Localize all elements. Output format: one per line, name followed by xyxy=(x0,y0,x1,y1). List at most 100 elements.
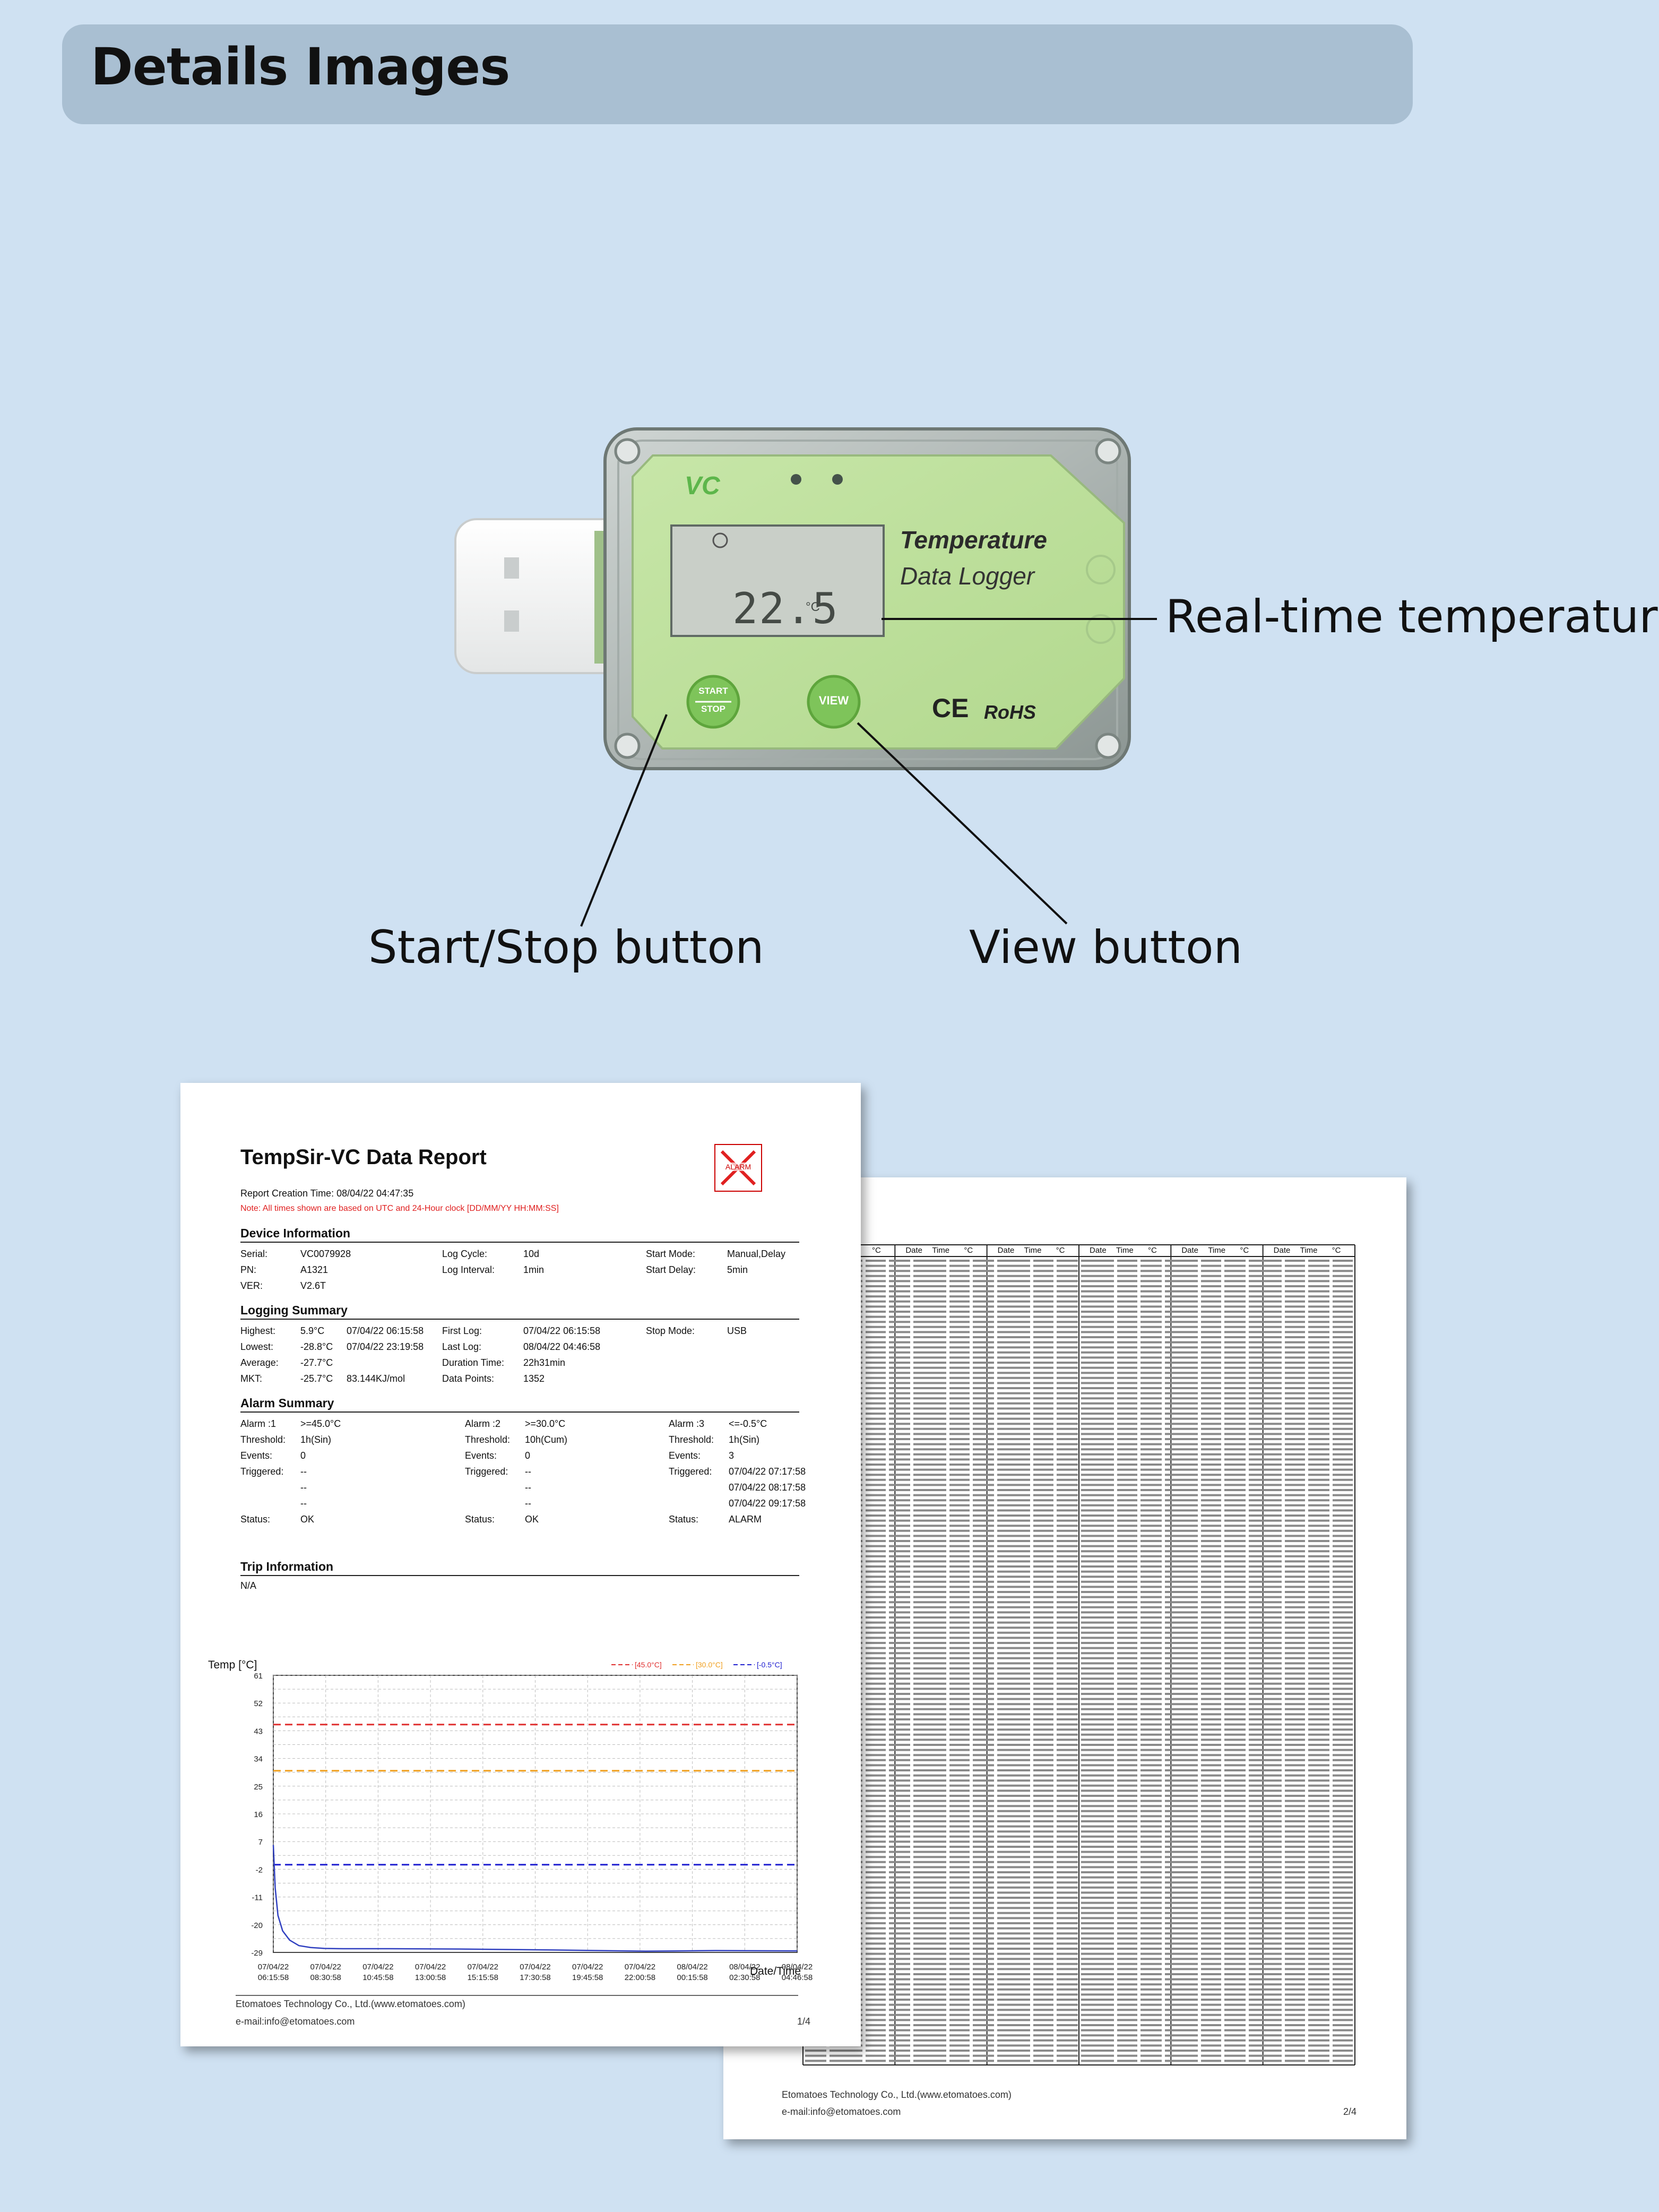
view-button[interactable] xyxy=(807,675,861,729)
triggered-label: Triggered: xyxy=(240,1466,284,1477)
table-column-header: °C xyxy=(1056,1246,1065,1255)
triggered-label: Triggered: xyxy=(669,1466,712,1477)
logging-summary-cell: USB xyxy=(727,1326,747,1336)
report-title: TempSir-VC Data Report xyxy=(240,1146,487,1169)
startstop-callout-line xyxy=(580,714,668,927)
callout-view-button: View button xyxy=(969,921,1243,974)
alarm-value: <=-0.5°C xyxy=(729,1418,767,1429)
y-tick-label: -2 xyxy=(256,1865,263,1874)
device-title-line2: Data Logger xyxy=(900,562,1035,590)
device-info-cell: Manual,Delay xyxy=(727,1249,786,1259)
x-tick-time: 13:00:58 xyxy=(415,1973,446,1982)
triggered-value: -- xyxy=(525,1482,531,1493)
alarm-value: >=30.0°C xyxy=(525,1418,566,1429)
x-tick-time: 19:45:58 xyxy=(572,1973,603,1982)
triggered-value: -- xyxy=(525,1498,531,1509)
trip-info-value: N/A xyxy=(240,1580,257,1591)
page2-footer-email: e-mail:info@etomatoes.com xyxy=(782,2106,901,2117)
lcd-unit: °C xyxy=(806,600,820,614)
table-column-header: °C xyxy=(964,1246,973,1255)
x-tick-date: 08/04/22 xyxy=(729,1963,760,1972)
device-info-cell: 1min xyxy=(523,1264,545,1275)
page2-footer-company: Etomatoes Technology Co., Ltd.(www.etoma… xyxy=(782,2089,1012,2100)
y-tick-label: 34 xyxy=(254,1755,263,1764)
ce-mark: CE xyxy=(932,693,969,723)
table-column-header: °C xyxy=(1240,1246,1249,1255)
lock-icon xyxy=(1086,614,1116,644)
device-info-cell: Start Delay: xyxy=(646,1264,696,1275)
logging-summary-cell: Lowest: xyxy=(240,1341,274,1352)
page2-footer-page: 2/4 xyxy=(1343,2106,1357,2117)
table-column-header: Date xyxy=(997,1246,1015,1255)
x-tick-date: 07/04/22 xyxy=(258,1963,289,1972)
device-info-cell: A1321 xyxy=(300,1264,329,1275)
device-info-cell: Start Mode: xyxy=(646,1249,696,1259)
device-info-heading: Device Information xyxy=(240,1226,799,1243)
legend-label: [45.0°C] xyxy=(635,1660,662,1669)
status-value: OK xyxy=(525,1514,539,1525)
table-column-header: Time xyxy=(1116,1246,1134,1255)
y-tick-label: 43 xyxy=(254,1727,263,1736)
x-tick-date: 07/04/22 xyxy=(625,1963,655,1972)
threshold-label: Threshold: xyxy=(465,1434,511,1445)
alarm-value: >=45.0°C xyxy=(300,1418,341,1429)
threshold-value: 1h(Sin) xyxy=(300,1434,332,1445)
events-value: 0 xyxy=(525,1450,531,1461)
status-value: OK xyxy=(300,1514,315,1525)
table-column-header: Date xyxy=(1273,1246,1291,1255)
logging-summary-cell: -25.7°C xyxy=(300,1373,333,1384)
x-tick-date: 07/04/22 xyxy=(362,1963,393,1972)
events-value: 0 xyxy=(300,1450,306,1461)
report-page-1: TempSir-VC Data Report ALARM Report Crea… xyxy=(180,1083,861,2046)
status-value: ALARM xyxy=(729,1514,762,1525)
y-tick-label: -29 xyxy=(251,1949,263,1958)
x-tick-time: 10:45:58 xyxy=(362,1973,393,1982)
table-column-header: Time xyxy=(932,1246,950,1255)
device-illustration xyxy=(454,427,1157,927)
alarm-summary-heading: Alarm Summary xyxy=(240,1396,799,1413)
data-table-grid xyxy=(802,1244,1355,2065)
device-title-line1: Temperature xyxy=(900,526,1047,554)
y-tick-label: 16 xyxy=(254,1810,263,1819)
footer-page: 1/4 xyxy=(797,2016,811,2027)
device-info-cell: Serial: xyxy=(240,1249,268,1259)
x-tick-date: 07/04/22 xyxy=(468,1963,498,1972)
start-stop-button[interactable] xyxy=(686,675,740,729)
lcd-temperature: 22.5 xyxy=(732,584,839,633)
y-tick-label: 25 xyxy=(254,1783,263,1792)
logging-summary-cell: 07/04/22 23:19:58 xyxy=(347,1341,424,1352)
stop-label: STOP xyxy=(701,704,725,714)
x-tick-time: 00:15:58 xyxy=(677,1973,707,1982)
threshold-value: 10h(Cum) xyxy=(525,1434,568,1445)
table-column-header: Date xyxy=(905,1246,923,1255)
y-tick-label: -20 xyxy=(251,1921,263,1930)
logging-summary-cell: Duration Time: xyxy=(442,1357,505,1368)
x-tick-date: 07/04/22 xyxy=(415,1963,446,1972)
threshold-value: 1h(Sin) xyxy=(729,1434,760,1445)
logging-summary-cell: MKT: xyxy=(240,1373,263,1384)
document-icon xyxy=(1086,555,1116,584)
footer-divider xyxy=(236,1995,798,1996)
triggered-value: -- xyxy=(300,1482,307,1493)
x-tick-date: 07/04/22 xyxy=(310,1963,341,1972)
x-tick-time: 08:30:58 xyxy=(310,1973,341,1982)
logging-summary-cell: 07/04/22 06:15:58 xyxy=(347,1326,424,1336)
x-tick-date: 07/04/22 xyxy=(520,1963,550,1972)
table-column-header: Time xyxy=(1300,1246,1318,1255)
y-tick-label: 7 xyxy=(258,1838,263,1847)
alarm-badge-label: ALARM xyxy=(715,1163,761,1171)
chart-ylabel: Temp [°C] xyxy=(208,1659,257,1671)
threshold-label: Threshold: xyxy=(669,1434,714,1445)
logging-summary-cell: First Log: xyxy=(442,1326,482,1336)
status-label: Status: xyxy=(240,1514,271,1525)
rohs-mark: RoHS xyxy=(984,701,1036,723)
events-label: Events: xyxy=(669,1450,701,1461)
y-tick-label: -11 xyxy=(252,1893,263,1903)
device-info-cell: 5min xyxy=(727,1264,748,1275)
alarm-badge: ALARM xyxy=(714,1144,762,1192)
logging-summary-cell: 22h31min xyxy=(523,1357,566,1368)
table-column-header: °C xyxy=(1332,1246,1341,1255)
alarm-name: Alarm :1 xyxy=(240,1418,276,1429)
table-column-header: Date xyxy=(1181,1246,1199,1255)
chart-xlabel: Date/Time xyxy=(750,1965,801,1977)
